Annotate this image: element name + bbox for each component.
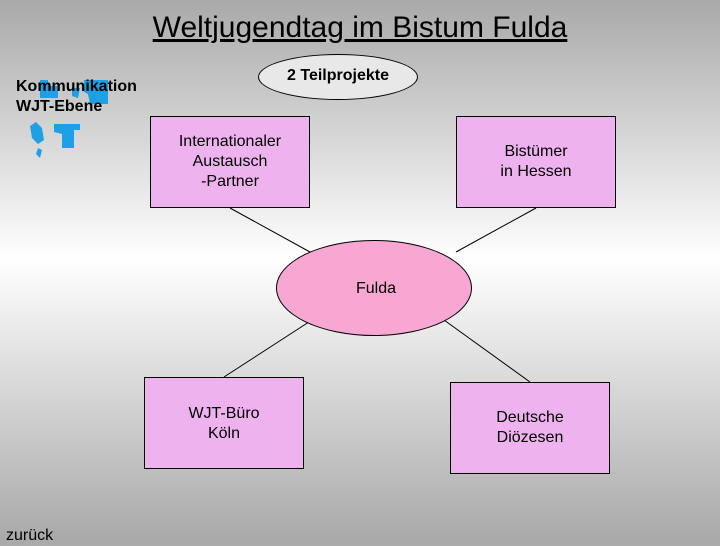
box-international-label: Internationaler Austausch -Partner xyxy=(178,133,282,190)
box-dioezesen: Deutsche Diözesen xyxy=(450,382,610,474)
subtitle-line-2: WJT-Ebene xyxy=(16,98,103,115)
subtitle: Kommunikation WJT-Ebene xyxy=(16,77,137,117)
connector-hessen-hub xyxy=(455,207,537,253)
box-koeln: WJT-Büro Köln xyxy=(144,377,304,469)
box-hessen: Bistümer in Hessen xyxy=(456,116,616,208)
subtitle-line-1: Kommunikation xyxy=(16,78,137,95)
connector-koeln-hub xyxy=(223,319,313,378)
box-international: Internationaler Austausch -Partner xyxy=(150,116,310,208)
box-dioezesen-label: Deutsche Diözesen xyxy=(496,409,564,446)
connector-dioezesen-hub xyxy=(443,319,531,383)
connector-international-hub xyxy=(229,207,311,253)
hub-fulda-ellipse xyxy=(276,240,472,336)
box-hessen-label: Bistümer in Hessen xyxy=(500,143,572,180)
back-link[interactable]: zurück xyxy=(6,527,54,544)
page-title: Weltjugendtag im Bistum Fulda xyxy=(152,11,568,44)
hub-fulda-label: Fulda xyxy=(356,280,397,297)
box-koeln-label: WJT-Büro Köln xyxy=(188,405,260,442)
teilprojekte-oval: 2 Teilprojekte xyxy=(258,54,418,100)
teilprojekte-label: 2 Teilprojekte xyxy=(287,67,389,84)
wjt-logo-icon xyxy=(30,80,108,158)
